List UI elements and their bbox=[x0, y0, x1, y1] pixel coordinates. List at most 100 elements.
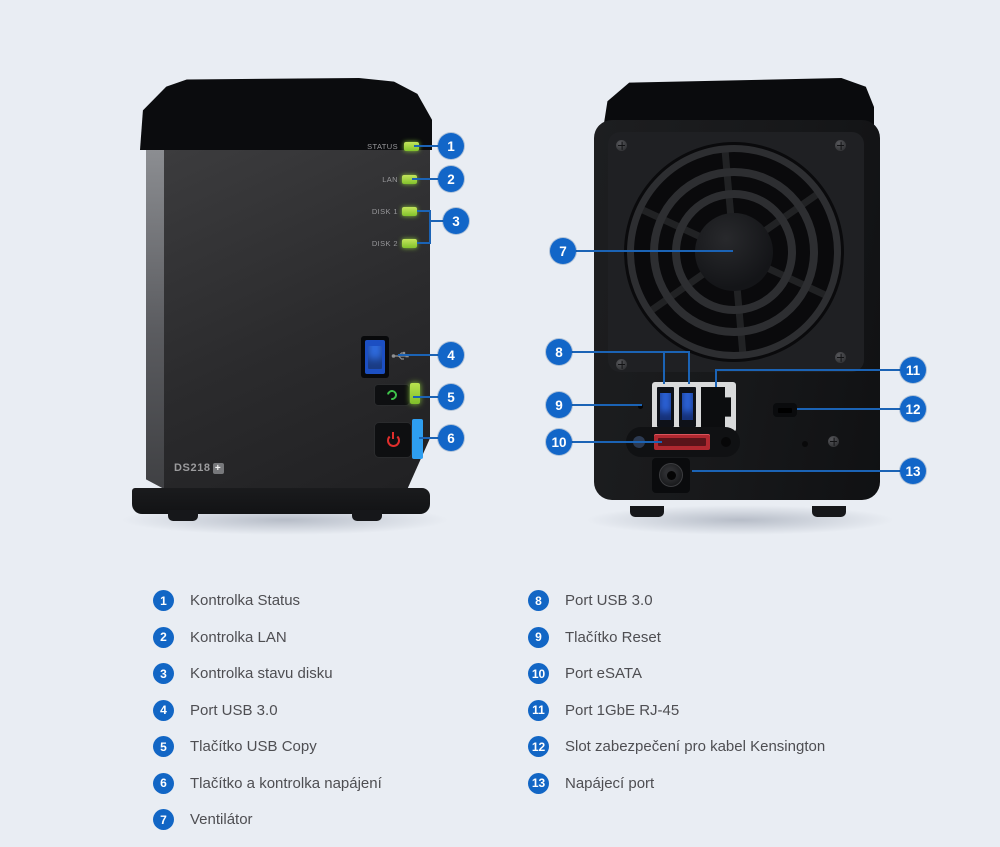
reset-button bbox=[638, 404, 643, 409]
legend-label: Port USB 3.0 bbox=[565, 592, 653, 609]
legend-label: Napájecí port bbox=[565, 774, 655, 792]
front-side-panel bbox=[146, 134, 166, 490]
legend-right-column: 8 Port USB 3.0 9 Tlačítko Reset 10 Port … bbox=[528, 590, 825, 794]
copy-arrow-icon bbox=[385, 388, 399, 402]
callout-2: 2 bbox=[438, 166, 464, 192]
back-device bbox=[594, 78, 880, 520]
callout-line-8a bbox=[565, 351, 690, 353]
legend-item: 7 Ventilátor bbox=[153, 809, 382, 830]
legend-label: Port eSATA bbox=[565, 665, 642, 682]
callout-9: 9 bbox=[546, 392, 572, 418]
callout-1: 1 bbox=[438, 133, 464, 159]
legend-badge: 2 bbox=[153, 626, 174, 648]
front-usb-port bbox=[361, 336, 389, 378]
callout-line-3a bbox=[417, 210, 431, 212]
disk2-led-label: DISK 2 bbox=[371, 239, 398, 248]
callout-4: 4 bbox=[438, 342, 464, 368]
legend-badge: 13 bbox=[528, 772, 549, 794]
callout-line-8b bbox=[663, 351, 665, 384]
fan-ring-outer bbox=[627, 145, 841, 359]
legend-badge: 5 bbox=[153, 736, 174, 757]
legend-label: Kontrolka Status bbox=[190, 592, 301, 609]
callout-3: 3 bbox=[443, 208, 469, 234]
callout-line-4 bbox=[398, 354, 440, 356]
disk2-led-icon bbox=[402, 239, 417, 248]
legend-label: Kontrolka stavu disku bbox=[190, 665, 333, 682]
ports-plate bbox=[652, 382, 736, 432]
legend-badge: 11 bbox=[528, 699, 549, 721]
callout-line-3c bbox=[429, 210, 431, 244]
front-usb-connector bbox=[365, 340, 385, 374]
callout-line-10 bbox=[565, 441, 662, 443]
model-label: DS218 + bbox=[174, 462, 224, 474]
callout-11: 11 bbox=[900, 357, 926, 383]
legend-item: 3 Kontrolka stavu disku bbox=[153, 663, 382, 684]
power-accent-strip bbox=[412, 419, 423, 459]
fan-hub bbox=[695, 213, 773, 291]
fan-ring-middle bbox=[650, 168, 818, 336]
screw-icon bbox=[616, 359, 627, 370]
callout-line-11a bbox=[715, 369, 903, 371]
model-plus-badge: + bbox=[212, 462, 224, 474]
callout-line-6 bbox=[419, 437, 440, 439]
back-usb-port-2 bbox=[679, 387, 696, 427]
esata-port bbox=[654, 434, 710, 450]
legend-badge: 3 bbox=[153, 663, 174, 684]
legend-badge: 10 bbox=[528, 663, 549, 684]
lan-led-label: LAN bbox=[382, 175, 398, 184]
callout-line-3d bbox=[429, 220, 445, 222]
legend-left-column: 1 Kontrolka Status 2 Kontrolka LAN 3 Kon… bbox=[153, 590, 382, 830]
callout-line-8c bbox=[688, 351, 690, 384]
callout-13: 13 bbox=[900, 458, 926, 484]
model-text: DS218 bbox=[174, 462, 211, 474]
copy-led-icon bbox=[410, 383, 420, 404]
legend-badge: 12 bbox=[528, 736, 549, 757]
legend-item: 2 Kontrolka LAN bbox=[153, 626, 382, 648]
callout-line-12 bbox=[797, 408, 903, 410]
back-foot-left bbox=[630, 506, 664, 517]
callout-line-3b bbox=[417, 242, 431, 244]
callout-line-11b bbox=[715, 369, 717, 387]
front-device: STATUS LAN DISK 1 DISK 2 bbox=[128, 76, 432, 524]
callout-line-9 bbox=[565, 404, 642, 406]
screw-icon bbox=[835, 140, 846, 151]
front-base bbox=[132, 488, 430, 514]
legend-item: 1 Kontrolka Status bbox=[153, 590, 382, 611]
vent-hole bbox=[802, 441, 808, 447]
power-icon bbox=[386, 431, 400, 447]
front-foot-left bbox=[168, 510, 198, 521]
callout-line-2 bbox=[412, 178, 440, 180]
legend-label: Tlačítko a kontrolka napájení bbox=[190, 774, 382, 792]
legend-label: Tlačítko Reset bbox=[565, 628, 661, 646]
legend-item: 9 Tlačítko Reset bbox=[528, 626, 825, 648]
legend-item: 8 Port USB 3.0 bbox=[528, 590, 825, 611]
screw-icon bbox=[835, 352, 846, 363]
disk2-led-row: DISK 2 bbox=[128, 239, 432, 248]
kensington-slot bbox=[773, 403, 797, 417]
lan-led-icon bbox=[402, 175, 417, 184]
disk1-led-icon bbox=[402, 207, 417, 216]
legend-item: 5 Tlačítko USB Copy bbox=[153, 736, 382, 757]
power-jack-barrel bbox=[659, 463, 683, 487]
callout-6: 6 bbox=[438, 425, 464, 451]
legend-label: Slot zabezpečení pro kabel Kensington bbox=[565, 738, 826, 755]
legend-badge: 1 bbox=[153, 590, 174, 611]
fan bbox=[624, 142, 844, 362]
status-led-icon bbox=[404, 142, 419, 151]
screw-icon bbox=[616, 140, 627, 151]
front-foot-right bbox=[352, 510, 382, 521]
legend-item: 12 Slot zabezpečení pro kabel Kensington bbox=[528, 736, 825, 757]
legend-item: 13 Napájecí port bbox=[528, 772, 825, 794]
callout-5: 5 bbox=[438, 384, 464, 410]
rj45-port bbox=[701, 387, 731, 427]
screw-hole bbox=[721, 437, 731, 447]
legend-label: Port USB 3.0 bbox=[190, 701, 278, 719]
back-usb-port-1 bbox=[657, 387, 674, 427]
callout-12: 12 bbox=[900, 396, 926, 422]
callout-line-7 bbox=[568, 250, 733, 252]
legend-item: 10 Port eSATA bbox=[528, 663, 825, 684]
power-jack bbox=[652, 458, 690, 493]
usb-trident-icon bbox=[391, 349, 411, 367]
power-button bbox=[374, 422, 412, 458]
